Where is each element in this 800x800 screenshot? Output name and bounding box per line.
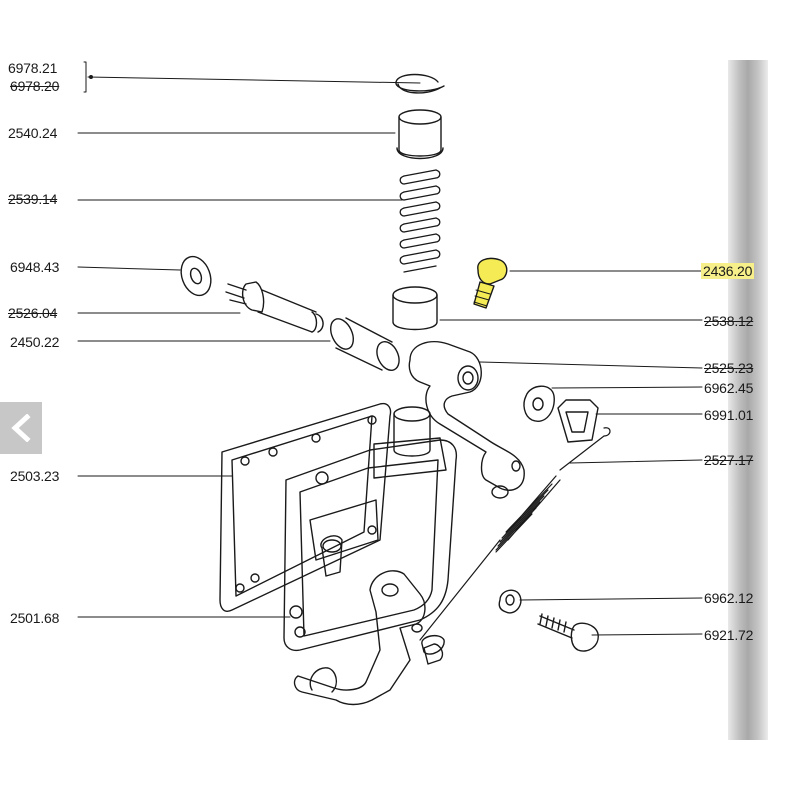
part-label-2501-68: 2501.68 (10, 610, 60, 626)
part-label-6962-12: 6962.12 (704, 590, 754, 606)
part-label-6991-01: 6991.01 (704, 407, 754, 423)
chevron-left-icon (11, 414, 31, 442)
part-label-2527-17: 2527.17 (704, 452, 754, 468)
part-label-2503-23: 2503.23 (10, 468, 60, 484)
small-washer (498, 589, 522, 614)
flat-washer (180, 255, 212, 297)
circlip (395, 73, 445, 94)
selector-arm (293, 570, 445, 706)
ball-stud-highlighted (473, 257, 508, 309)
part-label-2526-04: 2526.04 (8, 305, 58, 321)
tension-spring (419, 427, 611, 641)
gasket (219, 402, 392, 612)
part-label-2436-20-highlighted: 2436.20 (701, 263, 755, 279)
cylinder-nut (392, 286, 438, 331)
part-label-6978-20: 6978.20 (10, 78, 60, 94)
pivot-shaft (225, 281, 324, 333)
sleeve (329, 317, 400, 371)
shaped-washer (523, 385, 555, 422)
arm-stud (423, 643, 444, 665)
part-label-2450-22: 2450.22 (10, 334, 60, 350)
part-label-2539-14: 2539.14 (8, 191, 58, 207)
part-label-6978-21: 6978.21 (8, 60, 58, 76)
compression-spring (399, 169, 441, 273)
right-scroll-strip (728, 60, 768, 740)
hex-bolt (537, 613, 599, 652)
selector-lever (408, 341, 525, 499)
back-button[interactable] (0, 402, 42, 454)
leader-lines (77, 76, 703, 636)
part-label-2525-23: 2525.23 (704, 360, 754, 376)
part-label-6921-72: 6921.72 (704, 627, 754, 643)
bushing (396, 109, 444, 160)
gearbox-housing (283, 406, 458, 652)
part-label-2540-24: 2540.24 (8, 125, 58, 141)
spring-clip (557, 399, 599, 443)
part-label-2538-12: 2538.12 (704, 313, 754, 329)
part-label-6948-43: 6948.43 (10, 259, 60, 275)
part-label-6962-45: 6962.45 (704, 380, 754, 396)
